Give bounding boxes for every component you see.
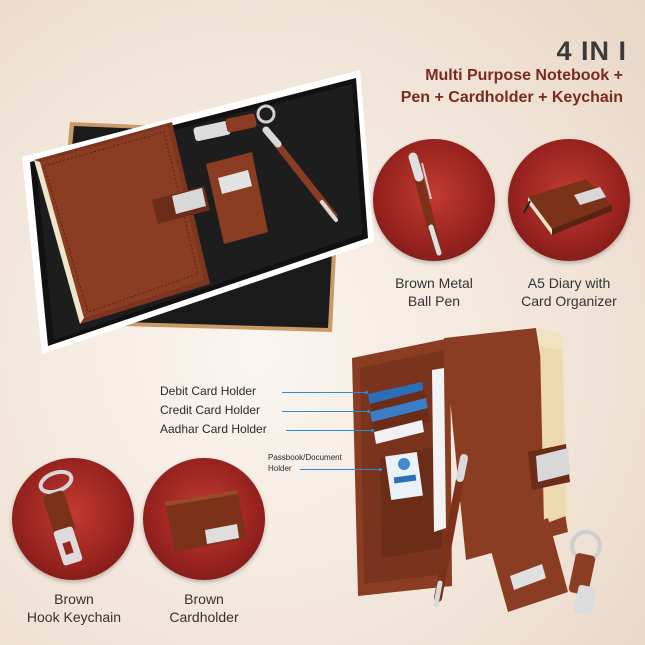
callout-debit-card-holder: Debit Card Holder xyxy=(160,384,257,398)
pen-caption-line2: Ball Pen xyxy=(407,293,461,309)
callout-dot-credit xyxy=(367,410,370,413)
pen-caption-line1: Brown Metal xyxy=(395,275,473,291)
callout-credit-card-holder: Credit Card Holder xyxy=(160,403,261,417)
keychain-caption: Brown Hook Keychain xyxy=(8,590,140,626)
pen-caption: Brown Metal Ball Pen xyxy=(368,274,500,310)
diary-icon xyxy=(523,179,612,235)
diary-caption-line2: Card Organizer xyxy=(521,293,617,309)
cardholder-icon xyxy=(165,490,247,552)
cardholder-badge xyxy=(143,458,265,580)
keychain-icon xyxy=(38,469,83,566)
callout-passbook-line1: Passbook/Document xyxy=(268,453,342,462)
callout-dot-aadhar xyxy=(371,429,374,432)
page-title: 4 IN I xyxy=(556,36,627,66)
cardholder-caption-line1: Brown xyxy=(184,591,224,607)
diary-caption: A5 Diary with Card Organizer xyxy=(500,274,638,310)
pen-icon xyxy=(408,152,442,256)
callout-dot-passbook xyxy=(379,468,382,471)
cardholder-caption-line2: Cardholder xyxy=(169,609,239,625)
keychain-badge xyxy=(12,458,134,580)
subtitle-line-2: Pen + Cardholder + Keychain xyxy=(400,89,623,106)
pen-badge xyxy=(373,139,495,261)
callout-line-credit xyxy=(282,411,368,412)
callout-line-passbook xyxy=(300,469,380,470)
callout-line-aadhar xyxy=(286,430,372,431)
diary-badge xyxy=(508,139,630,261)
diary-caption-line1: A5 Diary with xyxy=(527,275,611,291)
cardholder-caption: Brown Cardholder xyxy=(138,590,270,626)
callout-line-debit xyxy=(282,392,366,393)
keychain-caption-line1: Brown xyxy=(54,591,94,607)
callout-passbook-line2: Holder xyxy=(268,464,292,473)
subtitle-line-1: Multi Purpose Notebook + xyxy=(425,67,623,84)
callout-dot-debit xyxy=(365,391,368,394)
callout-passbook-holder: Passbook/Document Holder xyxy=(268,452,342,474)
keychain-caption-line2: Hook Keychain xyxy=(26,609,122,625)
open-organizer-image xyxy=(352,328,602,616)
gift-box-image xyxy=(22,70,374,354)
callout-aadhar-card-holder: Aadhar Card Holder xyxy=(160,422,267,436)
